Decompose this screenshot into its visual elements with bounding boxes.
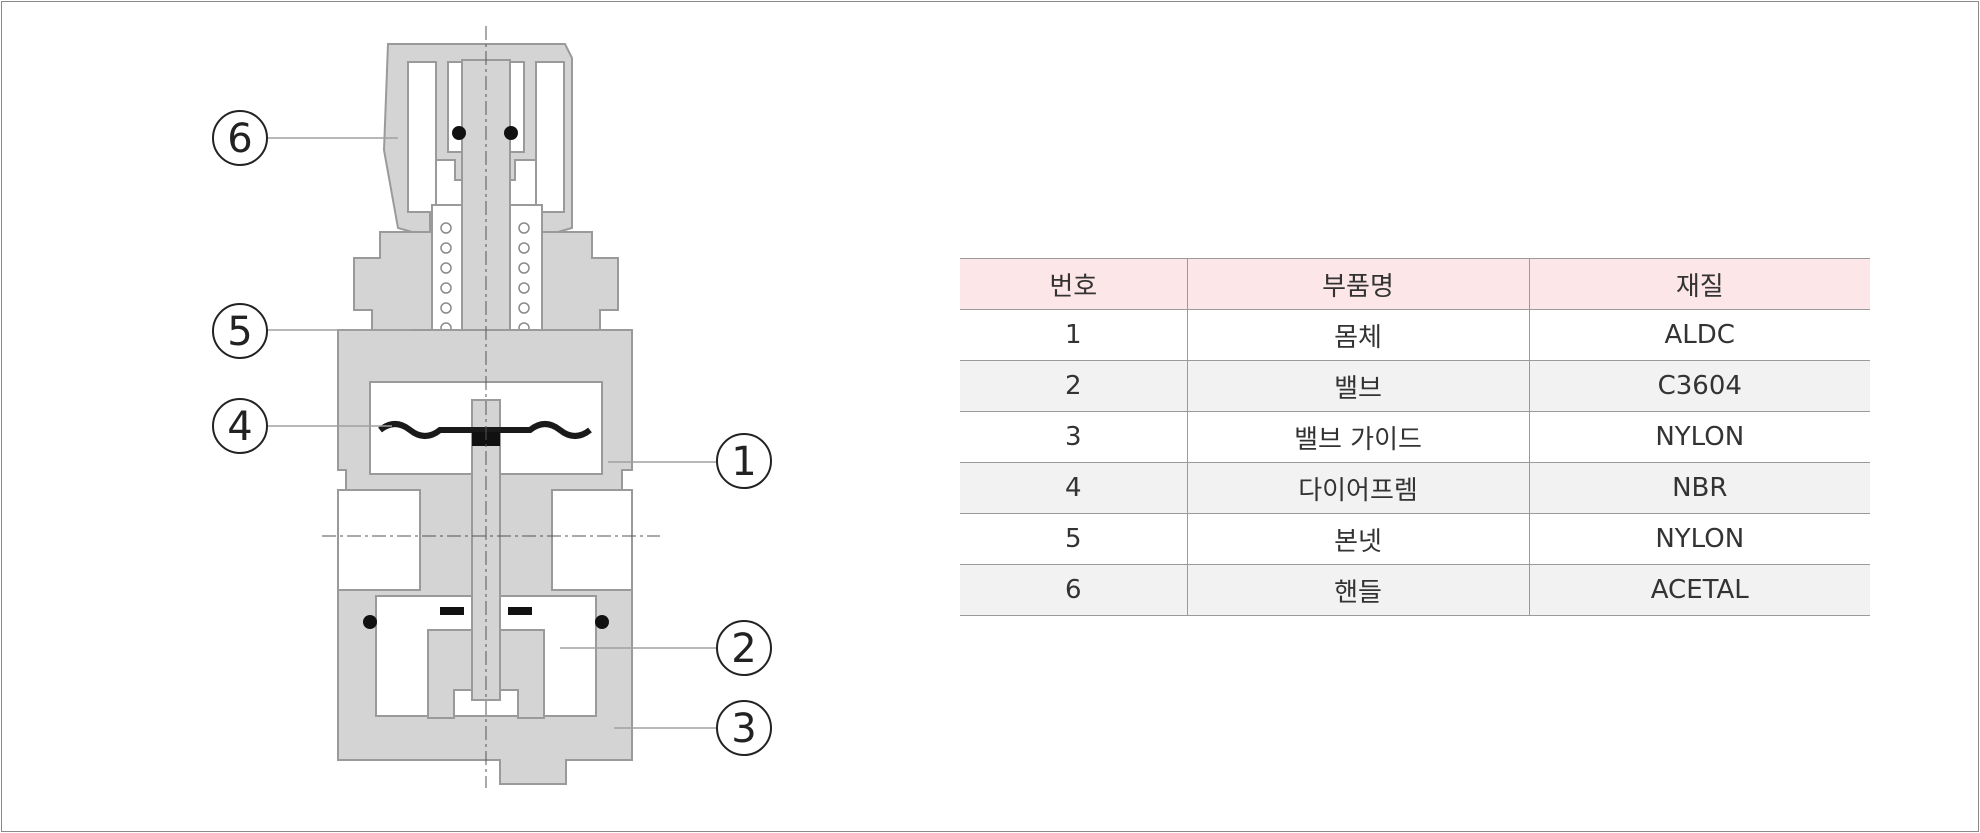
cell-number: 2	[960, 360, 1187, 412]
cell-number: 4	[960, 462, 1187, 514]
valve-stem-part	[471, 399, 501, 701]
cell-material: ALDC	[1528, 309, 1870, 361]
table-row: 5 본넷 NYLON	[960, 513, 1870, 565]
leader-lines	[266, 137, 716, 729]
table-row: 4 다이어프렘 NBR	[960, 462, 1870, 514]
table-row: 1 몸체 ALDC	[960, 309, 1870, 361]
cell-material: C3604	[1528, 360, 1870, 412]
o-ring-seals	[363, 126, 609, 629]
callout-circle-2	[716, 620, 772, 676]
callout-circle-6	[212, 110, 268, 166]
cell-number: 3	[960, 411, 1187, 463]
inlet-port	[337, 489, 421, 591]
cell-part-name: 핸들	[1186, 564, 1529, 616]
callout-label-1: 1	[731, 439, 756, 485]
callout-circle-5	[212, 303, 268, 359]
handle-slot-right	[535, 61, 565, 213]
cell-number: 1	[960, 309, 1187, 361]
cell-material: ACETAL	[1528, 564, 1870, 616]
cell-part-name: 본넷	[1186, 513, 1529, 565]
callout-label-3: 3	[731, 706, 756, 752]
diaphragm-part	[378, 421, 592, 439]
callout-label-4: 4	[227, 404, 252, 450]
callout-circles	[212, 110, 772, 756]
table-row: 6 핸들 ACETAL	[960, 564, 1870, 616]
callout-circle-1	[716, 433, 772, 489]
callout-label-5: 5	[227, 309, 252, 355]
cell-part-name: 다이어프렘	[1186, 462, 1529, 514]
table-row: 3 밸브 가이드 NYLON	[960, 411, 1870, 463]
cell-number: 6	[960, 564, 1187, 616]
header-material: 재질	[1528, 258, 1870, 310]
callout-circle-3	[716, 700, 772, 756]
callout-label-2: 2	[731, 626, 756, 672]
cell-material: NBR	[1528, 462, 1870, 514]
callout-label-6: 6	[227, 116, 252, 162]
cell-part-name: 몸체	[1186, 309, 1529, 361]
table-header-row: 번호 부품명 재질	[960, 258, 1870, 310]
table-row: 2 밸브 C3604	[960, 360, 1870, 412]
cell-part-name: 밸브	[1186, 360, 1529, 412]
cell-material: NYLON	[1528, 513, 1870, 565]
parts-table: 번호 부품명 재질 1 몸체 ALDC 2 밸브 C3604 3 밸브 가이드 …	[960, 258, 1870, 616]
header-number: 번호	[960, 258, 1187, 310]
cell-number: 5	[960, 513, 1187, 565]
header-part-name: 부품명	[1186, 258, 1529, 310]
handle-slot-left	[407, 61, 437, 213]
center-lines	[322, 26, 660, 788]
callout-circle-4	[212, 398, 268, 454]
cross-section-drawing	[337, 43, 633, 785]
cell-part-name: 밸브 가이드	[1186, 411, 1529, 463]
outlet-port	[551, 489, 633, 591]
cell-material: NYLON	[1528, 411, 1870, 463]
